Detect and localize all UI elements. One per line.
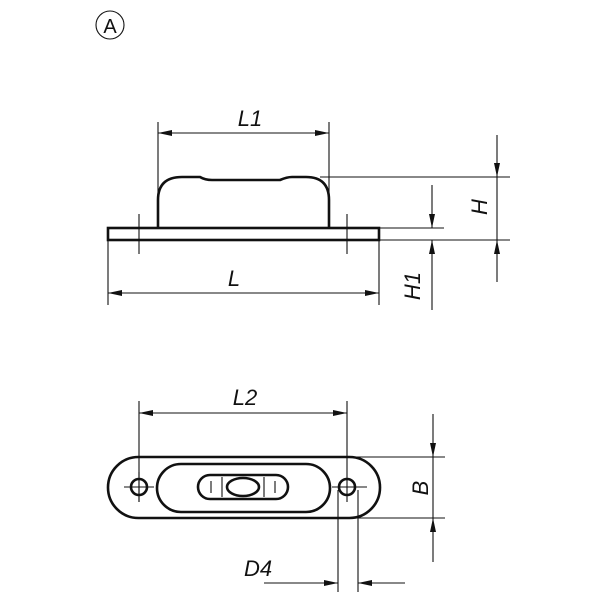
svg-text:H: H — [467, 199, 492, 215]
svg-text:B: B — [408, 481, 433, 496]
dimension-d4: D4 — [244, 490, 405, 592]
svg-text:A: A — [103, 16, 117, 38]
view-marker-a: A — [95, 10, 125, 40]
top-view — [106, 455, 382, 520]
outer-slot — [106, 455, 382, 520]
dimension-l2: L2 — [138, 385, 348, 502]
inner-slot — [155, 462, 332, 514]
svg-text:H1: H1 — [400, 272, 425, 300]
svg-text:L2: L2 — [233, 385, 257, 410]
dimension-l1: L1 — [157, 106, 330, 200]
svg-text:L: L — [228, 266, 240, 291]
spirit-level-vial — [196, 473, 290, 501]
side-view — [106, 175, 381, 254]
dimension-l: L — [107, 240, 380, 305]
dimension-b: B — [350, 414, 445, 562]
base-plate — [106, 226, 381, 242]
mounting-hole-right — [332, 472, 367, 502]
dimension-h1: H1 — [379, 185, 444, 310]
handle-body — [156, 175, 331, 228]
dimension-h: H — [320, 135, 510, 282]
svg-text:L1: L1 — [238, 106, 262, 131]
svg-text:D4: D4 — [244, 556, 272, 581]
